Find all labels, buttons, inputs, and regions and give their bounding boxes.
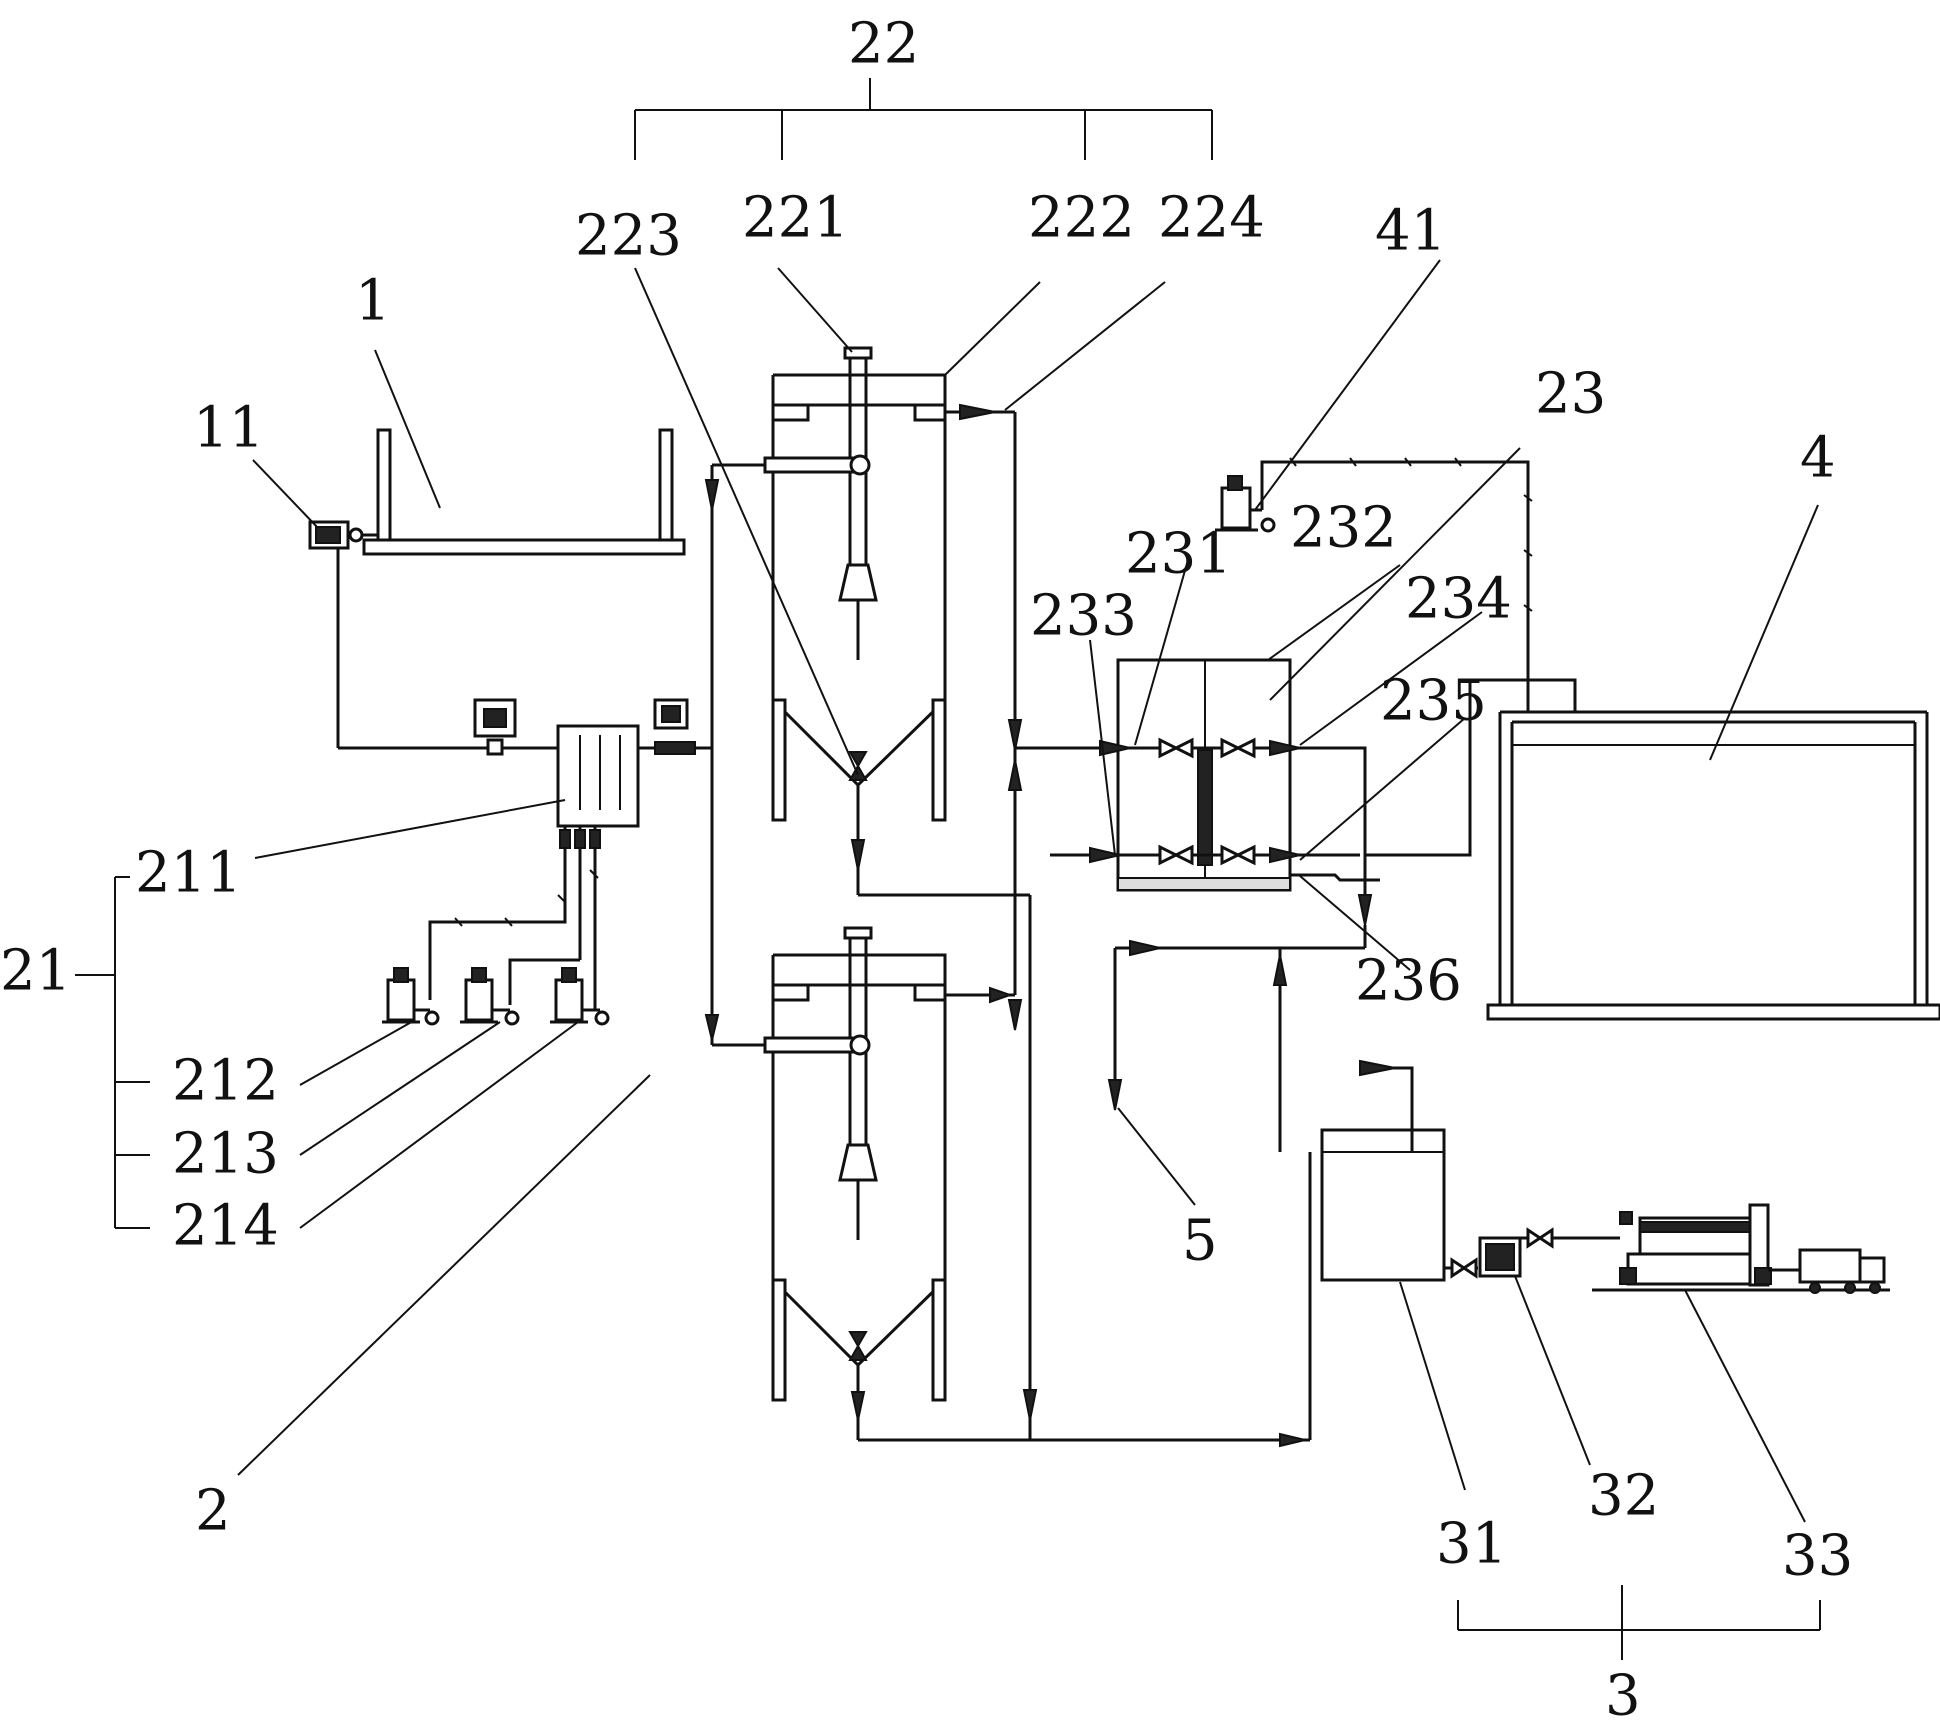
leader-lines [237,259,1819,1523]
label-211: 211 [135,841,242,906]
dosing-lines [428,826,601,1010]
label-5: 5 [1182,1209,1218,1274]
label-4: 4 [1800,426,1836,491]
collection-basin [362,428,686,556]
backwash-pump [1215,457,1533,712]
label-33: 33 [1782,1524,1853,1589]
label-236: 236 [1355,949,1462,1014]
label-22: 22 [848,12,919,77]
clarifier-outlet-piping [858,403,1312,1448]
label-2: 2 [195,1479,231,1544]
reference-labels: 22 221 222 224 223 41 1 23 11 4 232 231 … [0,12,1853,1729]
label-41: 41 [1375,199,1446,264]
bracket-3 [1457,1585,1821,1660]
clean-water-tank [1365,678,1940,1021]
filter-unit [1050,658,1380,926]
filter-press [1592,1203,1890,1294]
label-31: 31 [1436,1512,1507,1577]
clarifier-upper [763,346,947,895]
label-223: 223 [575,204,682,269]
bracket-22 [634,78,1213,160]
label-23: 23 [1535,362,1606,427]
lift-pump [308,520,378,550]
sludge-tank [1320,1059,1446,1282]
label-3: 3 [1605,1664,1641,1729]
label-21: 21 [0,939,71,1004]
label-32: 32 [1588,1464,1659,1529]
label-1: 1 [355,269,391,334]
mixing-tank [336,548,712,828]
label-11: 11 [193,396,264,461]
label-233: 233 [1030,584,1137,649]
label-222: 222 [1028,186,1135,251]
label-232: 232 [1290,496,1397,561]
dosing-pump-213 [460,967,520,1026]
dosing-pump-214 [550,967,610,1026]
dosing-pump-212 [382,967,440,1026]
label-212: 212 [172,1049,279,1114]
label-234: 234 [1405,567,1512,632]
label-214: 214 [172,1194,279,1259]
bracket-21 [75,876,150,1229]
sludge-pump [1444,1227,1620,1279]
return-line [1107,925,1367,1152]
clarifier-lower [763,926,947,1440]
feed-piping [704,463,770,1047]
label-235: 235 [1380,669,1487,734]
label-231: 231 [1125,522,1232,587]
label-221: 221 [742,186,849,251]
label-224: 224 [1158,186,1265,251]
label-213: 213 [172,1122,279,1187]
